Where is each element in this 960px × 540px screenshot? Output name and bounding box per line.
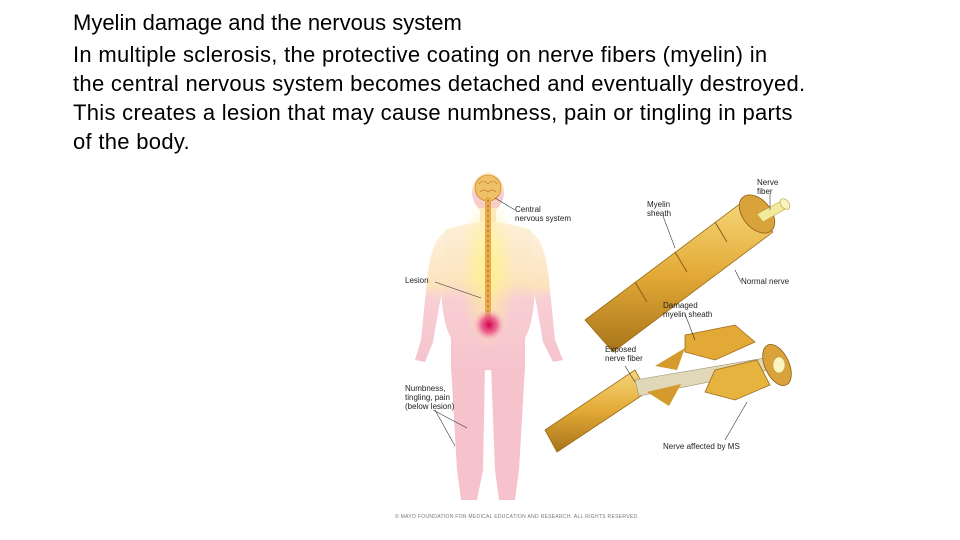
label-line: Central: [515, 205, 541, 214]
label-myelin-sheath: Myelin sheath: [647, 200, 671, 218]
normal-nerve-drawing: [584, 194, 791, 353]
label-line: myelin sheath: [663, 310, 713, 319]
label-normal-nerve: Normal nerve: [741, 277, 790, 286]
body-line: In multiple sclerosis, the protective co…: [73, 42, 768, 67]
nerve-leader-lines: [624, 194, 771, 441]
label-lesion: Lesion: [405, 276, 429, 285]
slide-body-text: In multiple sclerosis, the protective co…: [73, 40, 933, 156]
label-line: Damaged: [663, 301, 698, 310]
myelin-illustration: Central nervous system Lesion Numbness, …: [385, 170, 815, 522]
label-numbness: Numbness, tingling, pain (below lesion): [405, 384, 454, 411]
label-line: Exposed: [605, 345, 637, 354]
damaged-nerve-drawing: [544, 324, 792, 453]
copyright-credit: © MAYO FOUNDATION FOR MEDICAL EDUCATION …: [395, 514, 640, 520]
label-nerve-affected-by-ms: Nerve affected by MS: [663, 442, 740, 451]
body-leader-lines: [432, 197, 516, 447]
label-nerve-fiber: Nerve fiber: [757, 178, 778, 196]
label-exposed-nerve-fiber: Exposed nerve fiber: [605, 345, 643, 363]
label-line: Numbness,: [405, 384, 446, 393]
illustration-drawing: [415, 172, 792, 500]
lesion-spot: [473, 309, 505, 341]
body-line: the central nervous system becomes detac…: [73, 71, 806, 96]
label-line: Myelin: [647, 200, 671, 209]
slide-title: Myelin damage and the nervous system: [73, 10, 462, 35]
label-central-nervous-system: Central nervous system: [515, 205, 571, 223]
label-line: tingling, pain: [405, 393, 450, 402]
label-line: nervous system: [515, 214, 572, 223]
label-line: nerve fiber: [605, 354, 643, 363]
body-line: This creates a lesion that may cause num…: [73, 100, 793, 125]
label-line: (below lesion): [405, 402, 455, 411]
body-line: of the body.: [73, 129, 190, 154]
label-line: sheath: [647, 209, 672, 218]
label-line: fiber: [757, 187, 773, 196]
label-damaged-myelin-sheath: Damaged myelin sheath: [663, 301, 712, 319]
label-line: Nerve: [757, 178, 779, 187]
central-nervous-system: [474, 174, 502, 325]
